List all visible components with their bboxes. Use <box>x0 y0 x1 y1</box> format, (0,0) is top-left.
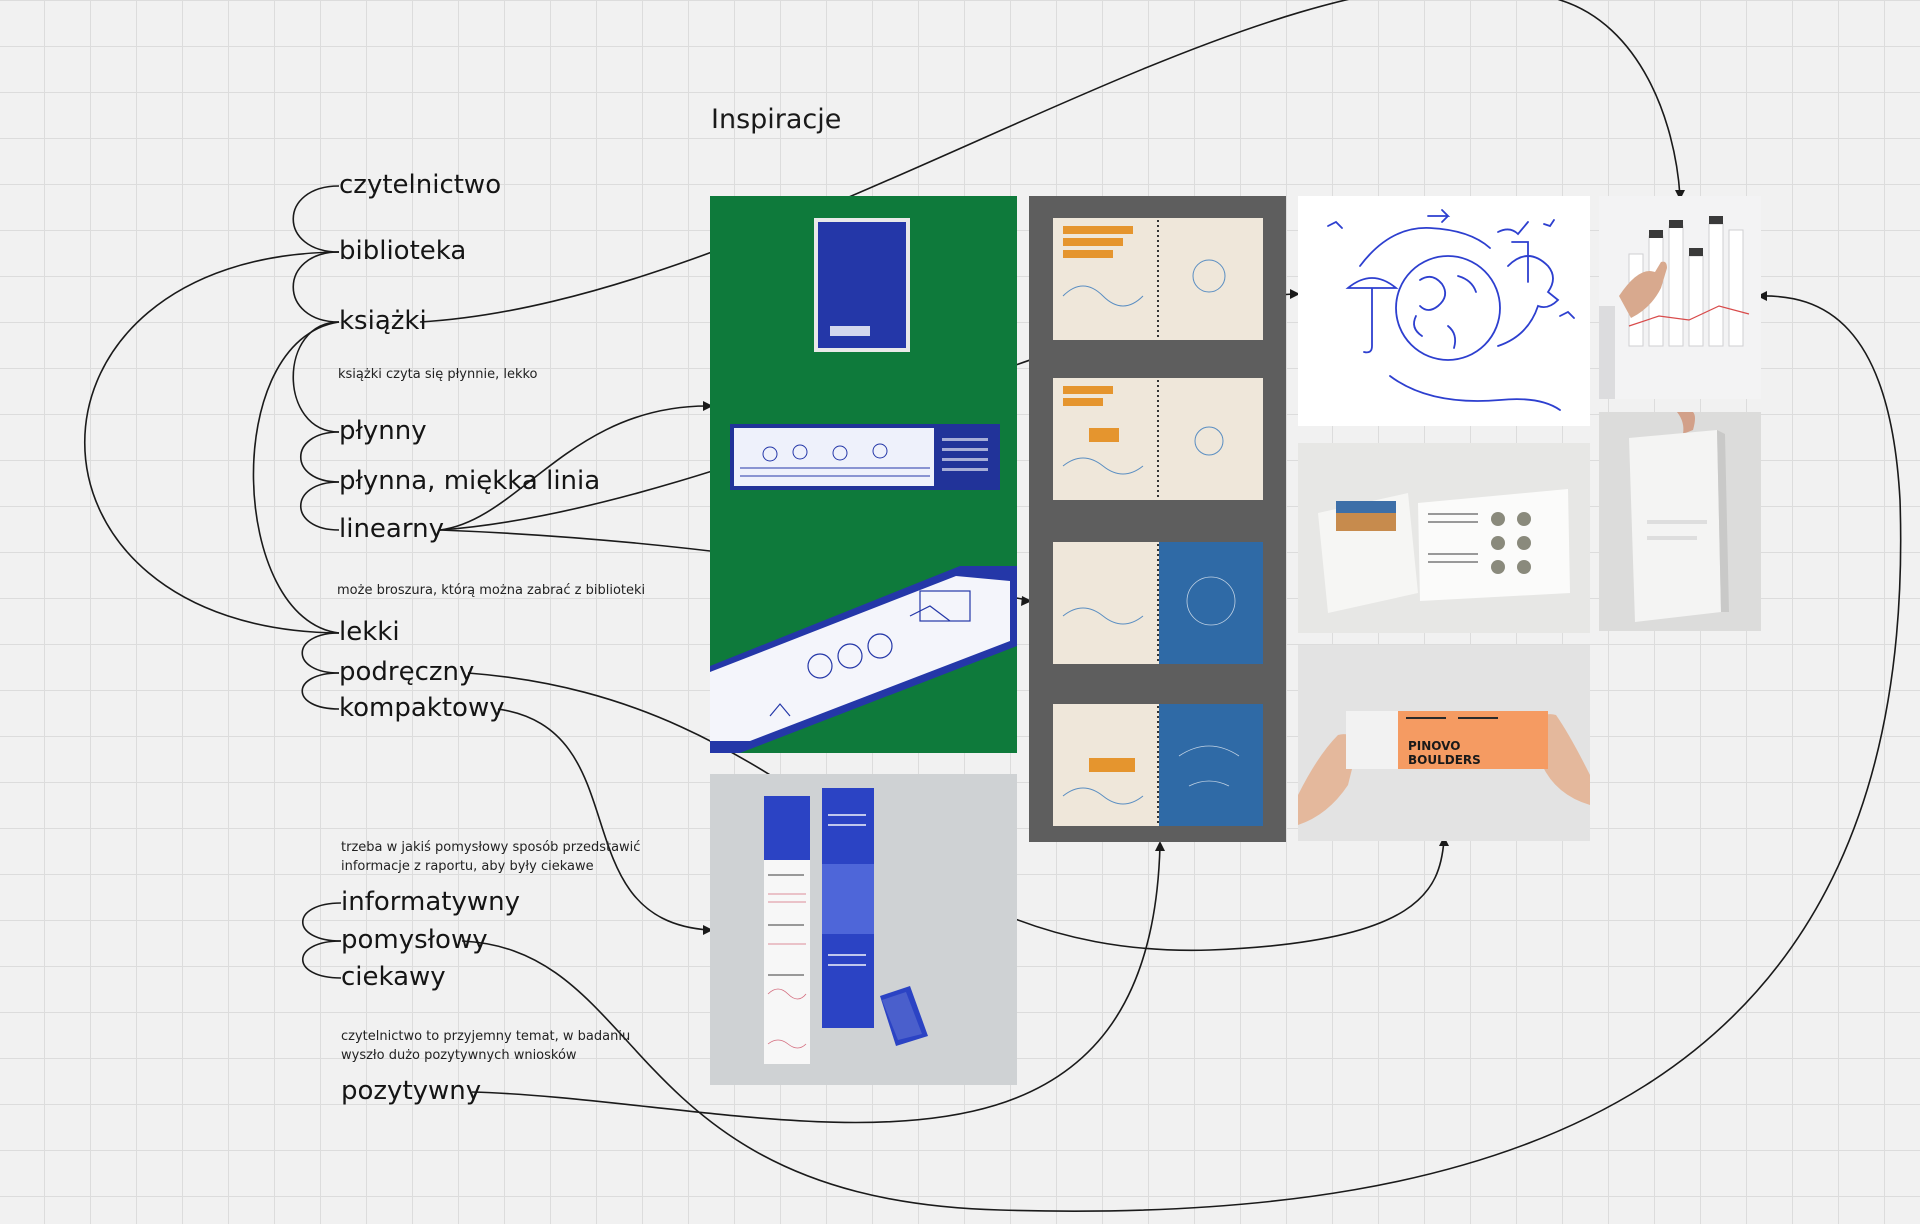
word-pozytywny[interactable]: pozytywny <box>341 1076 482 1106</box>
note-pozytywny[interactable]: czytelnictwo to przyjemny temat, w badan… <box>341 1029 631 1063</box>
sketchbooks-illustration <box>1053 218 1263 826</box>
word-biblioteka[interactable]: biblioteka <box>339 236 467 266</box>
image-sketchbooks[interactable] <box>1029 196 1286 842</box>
word-plynna-linia[interactable]: płynna, miękka linia <box>339 466 601 496</box>
note-raport[interactable]: trzeba w jakiś pomysłowy sposób przedsta… <box>341 840 641 874</box>
image-open-booklet[interactable] <box>1298 443 1590 633</box>
globe-illustration <box>1327 209 1575 411</box>
pinovo-title-line1: PINOVO <box>1408 739 1460 753</box>
word-podreczny[interactable]: podręczny <box>339 657 475 687</box>
note-broszura[interactable]: może broszura, którą można zabrać z bibl… <box>337 583 646 598</box>
link-ksiazki-plynny <box>292 321 340 433</box>
word-pomyslowy[interactable]: pomysłowy <box>341 925 488 955</box>
link-plynna-linearny <box>300 481 340 531</box>
link-podreczny-kompaktowy <box>301 672 340 710</box>
chart-hand-illustration <box>1599 196 1761 399</box>
word-kompaktowy[interactable]: kompaktowy <box>339 693 505 723</box>
word-ksiazki[interactable]: książki <box>339 306 427 336</box>
arrow-kompaktowy-to-leaflet <box>497 708 710 931</box>
word-informatywny[interactable]: informatywny <box>341 887 520 917</box>
link-informatywny-pomyslowy <box>301 902 342 942</box>
link-biblioteka-ksiazki <box>292 251 340 323</box>
link-ksiazki-lekki <box>252 321 340 634</box>
image-green-brochure[interactable] <box>710 196 1017 753</box>
word-plynny[interactable]: płynny <box>339 416 427 446</box>
image-white-card[interactable] <box>1599 412 1761 631</box>
link-plynny-plynna <box>300 431 340 483</box>
pinovo-illustration: PINOVO BOULDERS <box>1298 711 1590 825</box>
link-biblioteka-lekki <box>84 251 340 634</box>
white-card-illustration <box>1629 412 1729 622</box>
image-leaflet[interactable] <box>710 774 1017 1085</box>
word-ciekawy[interactable]: ciekawy <box>341 962 446 992</box>
leaflet-illustration <box>764 788 928 1064</box>
image-chart-hand[interactable] <box>1599 196 1761 399</box>
inspiracje-heading: Inspiracje <box>711 104 842 135</box>
word-linearny[interactable]: linearny <box>339 514 444 544</box>
image-pinovo-brochure[interactable]: PINOVO BOULDERS <box>1298 645 1590 841</box>
link-lekki-podreczny <box>301 632 340 674</box>
image-globe-illustration[interactable] <box>1298 196 1590 426</box>
link-czytelnictwo-biblioteka <box>292 185 340 253</box>
word-lekki[interactable]: lekki <box>339 617 400 647</box>
word-czytelnictwo[interactable]: czytelnictwo <box>339 170 502 200</box>
link-pomyslowy-ciekawy <box>301 940 342 979</box>
brochure-illustration <box>710 218 1017 753</box>
booklet-illustration <box>1318 489 1570 613</box>
pinovo-title-line2: BOULDERS <box>1408 753 1481 767</box>
note-ksiazki[interactable]: książki czyta się płynnie, lekko <box>338 367 538 382</box>
